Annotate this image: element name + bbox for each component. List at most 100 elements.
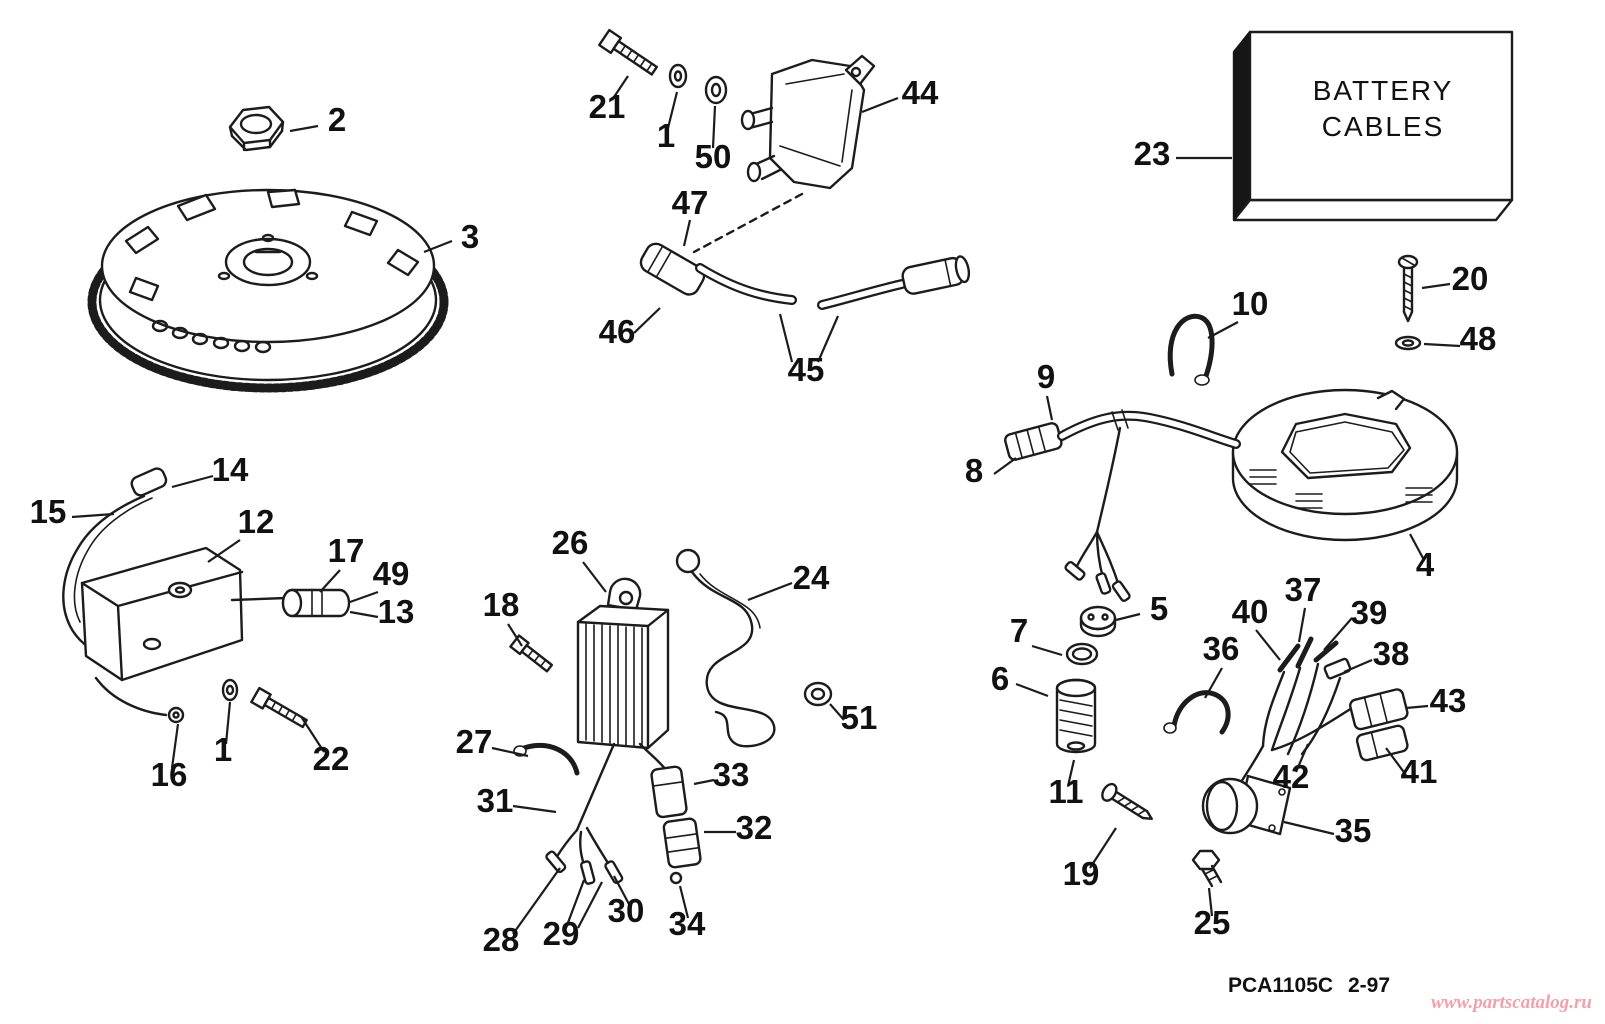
washer-50: [704, 75, 728, 105]
leader-line-9: [1045, 395, 1054, 421]
callout-34: 34: [669, 905, 706, 942]
callout-33: 33: [713, 756, 750, 793]
callout-19: 19: [1063, 855, 1100, 892]
callout-35: 35: [1335, 812, 1372, 849]
coil-wire-dashed-link: [692, 192, 804, 254]
rectifier-bolt: [509, 634, 554, 673]
callout-15: 15: [30, 493, 67, 530]
leader-line-16: [170, 723, 180, 769]
leader-line-48: [1423, 342, 1461, 348]
leader-line-47: [682, 219, 692, 247]
wire-loom: [675, 548, 776, 748]
spark-plug-wire-starboard: [817, 255, 971, 310]
callout-25: 25: [1194, 904, 1231, 941]
leader-line-50: [711, 105, 717, 149]
leader-line-45: [778, 313, 794, 363]
callout-24: 24: [793, 559, 830, 596]
spark-plug-wire-port: [639, 242, 797, 305]
leader-line-42: [1294, 743, 1310, 773]
callout-27: 27: [456, 723, 493, 760]
leader-line-43: [1405, 704, 1429, 710]
leader-lines: [71, 75, 1461, 935]
rectifier-leads: [545, 742, 668, 885]
footer-part-code: PCA1105C: [1228, 974, 1333, 997]
callout-3: 3: [461, 218, 479, 255]
harness-terminals: [1277, 636, 1352, 680]
cdi-ground-wire: [94, 676, 185, 724]
leader-line-40: [1255, 629, 1281, 661]
flywheel-nut: [228, 105, 285, 152]
callout-51: 51: [841, 699, 878, 736]
callout-22: 22: [313, 740, 350, 777]
leader-line-33: [693, 778, 715, 786]
leader-line-38: [1343, 658, 1373, 674]
harness-wires-42: [1234, 662, 1354, 792]
callout-43: 43: [1430, 682, 1467, 719]
ignition-coil: [740, 54, 876, 190]
callout-31: 31: [477, 782, 514, 819]
callout-47: 47: [672, 184, 709, 221]
callout-48: 48: [1460, 320, 1497, 357]
callout-44: 44: [902, 74, 939, 111]
leader-line-10: [1207, 321, 1239, 339]
leader-line-49: [349, 590, 379, 604]
callout-18: 18: [483, 586, 520, 623]
bullet-connector: [230, 588, 351, 618]
callout-10: 10: [1232, 285, 1269, 322]
leader-line-20: [1421, 282, 1451, 290]
leader-line-29: [577, 881, 603, 929]
callout-13: 13: [378, 593, 415, 630]
leader-line-19: [1089, 827, 1117, 869]
spark-plug-boot-6: [1055, 678, 1097, 754]
leader-line-22: [301, 717, 325, 753]
lockwasher-1: [668, 63, 688, 89]
callout-12: 12: [238, 503, 275, 540]
callout-36: 36: [1203, 630, 1240, 667]
callout-1: 1: [657, 117, 675, 154]
leader-line-8: [993, 457, 1017, 475]
leader-line-2: [289, 124, 319, 133]
callout-23: 23: [1134, 135, 1171, 172]
callout-32: 32: [736, 809, 773, 846]
stator-screw: [1397, 254, 1419, 323]
leader-line-13: [349, 610, 379, 619]
callout-29: 29: [543, 915, 580, 952]
leader-line-24: [747, 581, 793, 602]
grommet-51: [803, 681, 833, 707]
leader-line-29: [564, 879, 586, 929]
cdi-module: [80, 546, 244, 682]
leader-line-1: [224, 701, 232, 745]
bolt-25: [1191, 849, 1223, 888]
leader-line-18: [507, 623, 523, 647]
battery-cables-box: BATTERY CABLES: [1232, 30, 1514, 222]
callout-9: 9: [1037, 358, 1055, 395]
leader-line-15: [71, 512, 115, 519]
leader-line-6: [1015, 682, 1049, 698]
stator-washer-48: [1394, 335, 1422, 351]
battery-box-label-line1: BATTERY: [1313, 75, 1454, 106]
leader-line-44: [861, 96, 899, 114]
callout-30: 30: [608, 892, 645, 929]
connector-33: [650, 765, 688, 819]
leader-line-7: [1031, 644, 1063, 657]
o-ring-7: [1065, 642, 1099, 666]
footer-revision: 2-97: [1348, 974, 1390, 997]
leader-line-27: [491, 746, 529, 758]
leader-line-11: [1066, 759, 1076, 787]
callout-1: 1: [214, 731, 232, 768]
callout-40: 40: [1232, 593, 1269, 630]
callout-2: 2: [328, 101, 346, 138]
leader-line-45: [816, 315, 840, 363]
callout-39: 39: [1351, 594, 1388, 631]
sensor-35: [1201, 774, 1292, 836]
leader-line-51: [829, 703, 845, 721]
callout-14: 14: [212, 451, 249, 488]
callout-38: 38: [1373, 635, 1410, 672]
coil-bolt: [598, 28, 659, 76]
watermark-text: www.partscatalog.ru: [1431, 992, 1592, 1013]
callout-49: 49: [373, 555, 410, 592]
washer-1-lower: [221, 678, 239, 702]
leader-line-4: [1409, 533, 1425, 561]
